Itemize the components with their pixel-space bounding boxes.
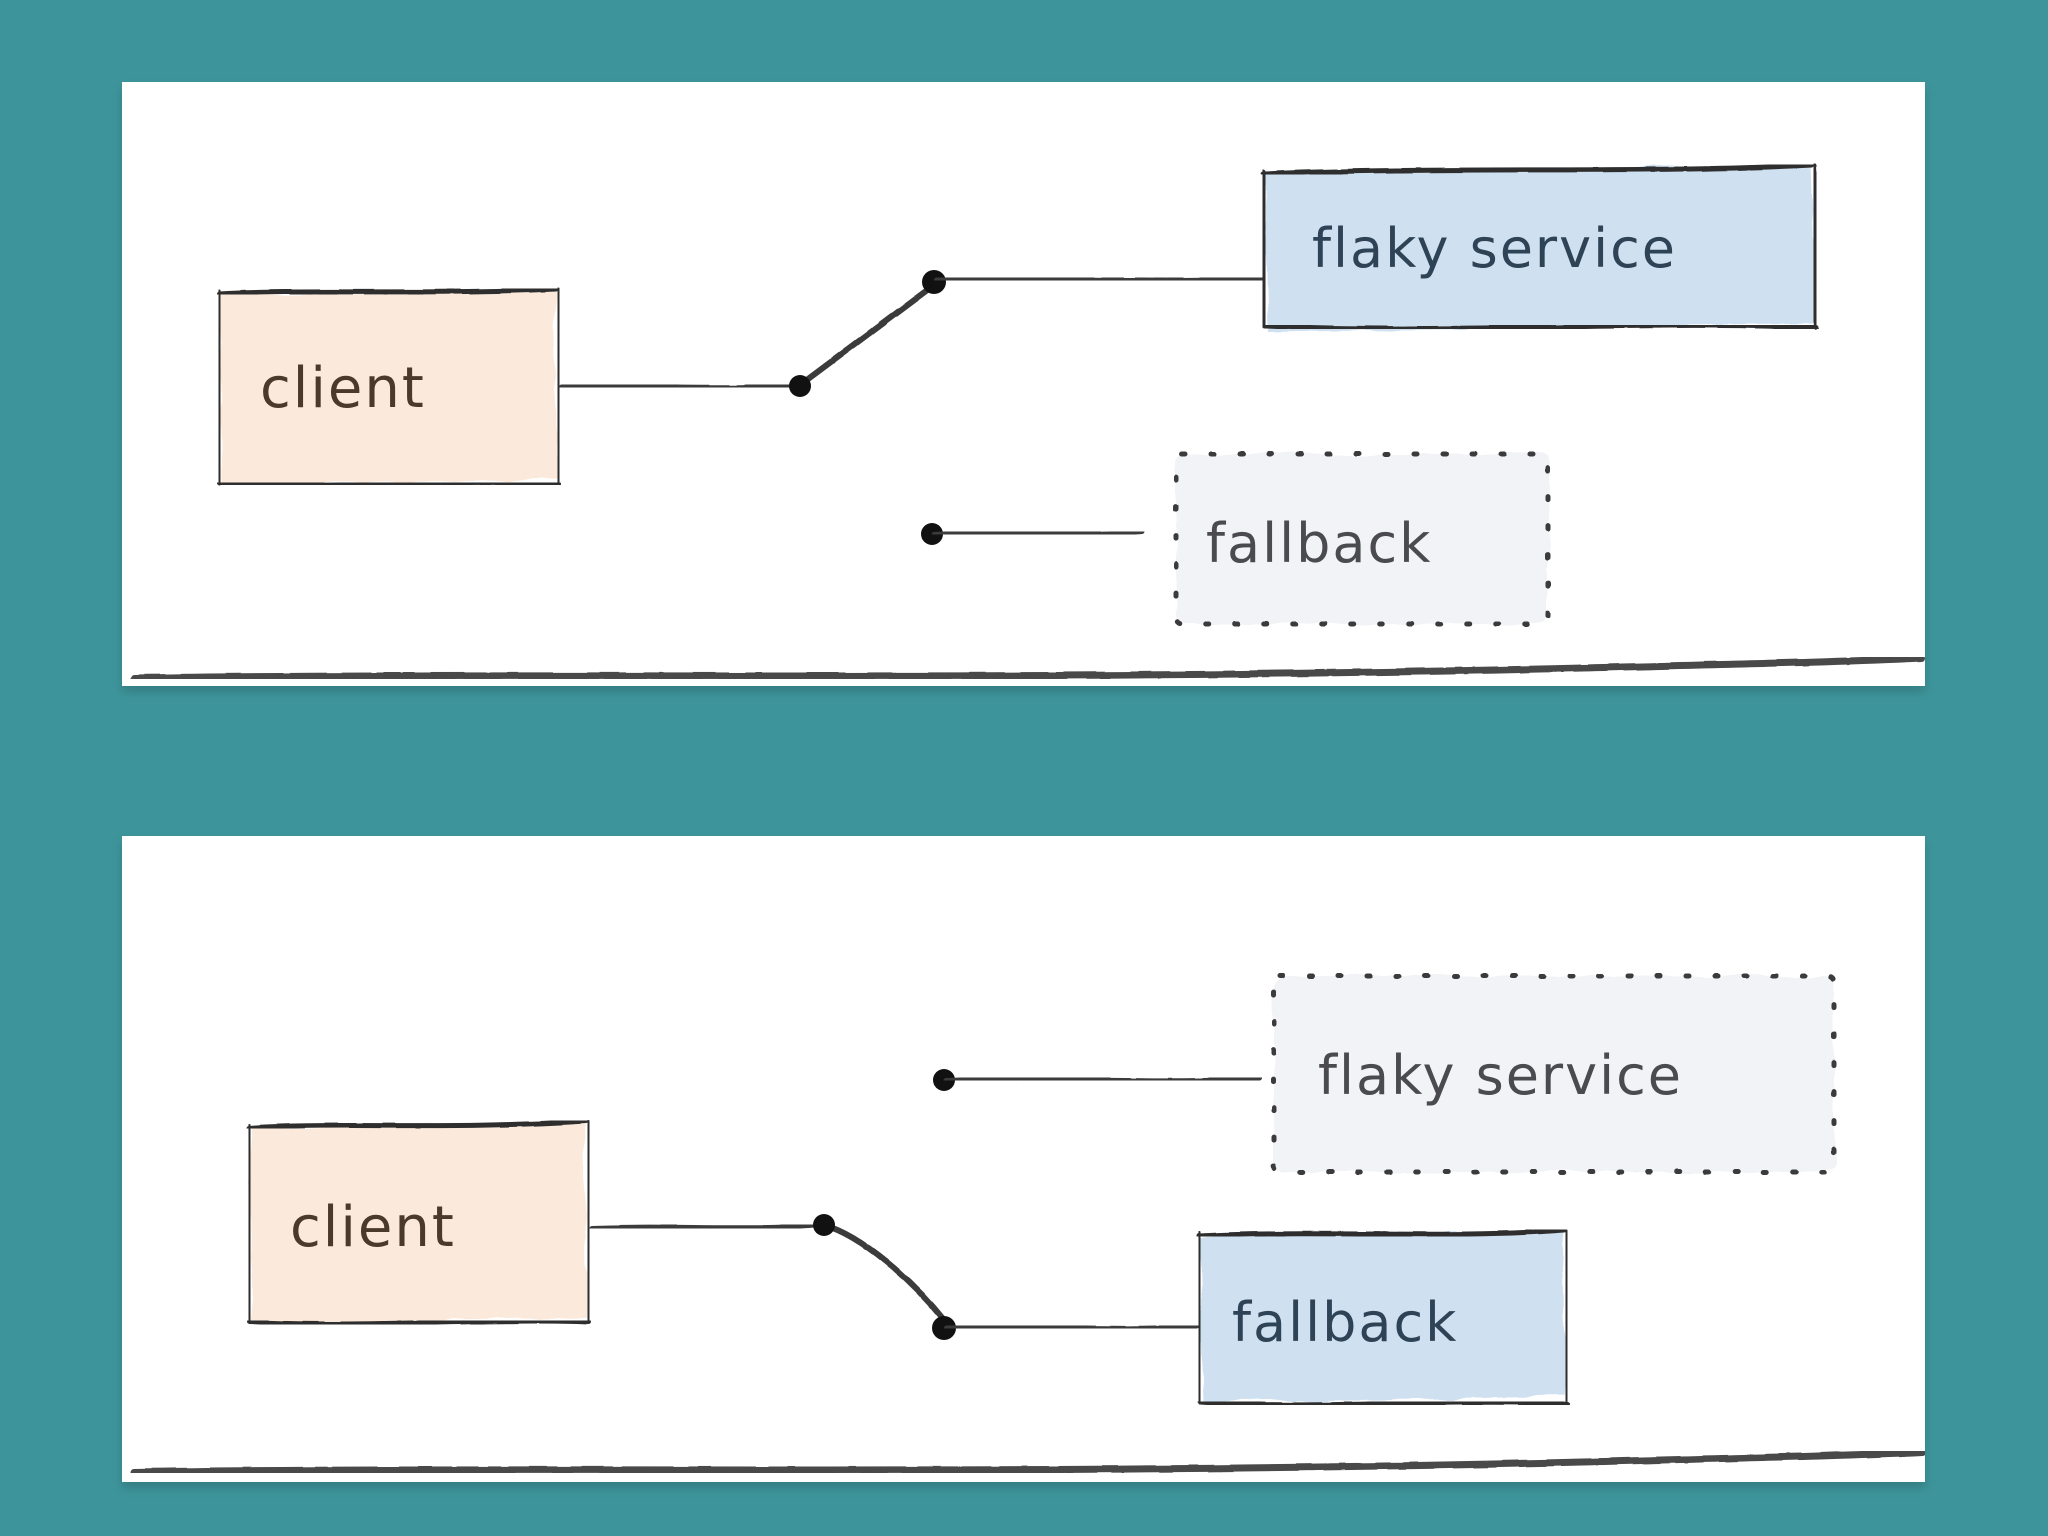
switch-pivot-dot[interactable]: [789, 375, 811, 397]
client-node-label: client: [260, 356, 426, 421]
client-node-border-bottom: [247, 1318, 592, 1327]
contact-dot-flaky-service[interactable]: [922, 270, 946, 294]
flaky-service-node-fill: [1264, 166, 1816, 332]
panel-closed-diagram: client flaky service: [130, 162, 1925, 682]
client-node-border-bottom: [217, 480, 562, 488]
card-underline-stroke: [130, 1448, 1925, 1476]
client-node-border-top: [246, 1118, 589, 1131]
fallback-node-border-left: [1196, 1231, 1203, 1405]
wire-contact-to-fallback: [943, 1323, 1201, 1331]
flaky-service-border-right: [1811, 163, 1819, 331]
wire-contact-to-flaky-service: [933, 275, 1265, 283]
client-node-label: client: [290, 1195, 456, 1260]
flaky-service-border-top: [1260, 162, 1815, 177]
client-node-border-top: [216, 286, 559, 297]
panel-circuit-open: flaky service client: [122, 836, 1925, 1482]
node-client[interactable]: client: [216, 286, 562, 488]
node-fallback[interactable]: fallback: [1173, 451, 1551, 627]
wire-client-to-pivot: [589, 1222, 825, 1231]
wire-contact-to-flaky-service: [943, 1075, 1263, 1083]
fallback-node-label: fallback: [1232, 1291, 1458, 1354]
node-client[interactable]: client: [246, 1118, 592, 1327]
fallback-node-label: fallback: [1206, 512, 1432, 575]
flaky-service-border-left: [1260, 169, 1268, 329]
switch-pivot-dot[interactable]: [813, 1214, 835, 1236]
fallback-node-border-dashed: [1173, 451, 1551, 627]
client-node-fill: [250, 1122, 588, 1324]
flaky-service-node-label: flaky service: [1318, 1044, 1683, 1107]
node-fallback[interactable]: fallback: [1196, 1227, 1570, 1408]
fallback-node-border-top: [1196, 1227, 1567, 1239]
switch-lever-down[interactable]: [821, 1222, 947, 1323]
client-node-border-left: [246, 1123, 253, 1325]
fallback-node-fill: [1176, 454, 1548, 624]
client-node-border-left: [216, 289, 223, 486]
client-node-border-right: [555, 287, 562, 485]
panel-open-diagram: flaky service client: [130, 973, 1925, 1476]
fallback-node-border-right: [1563, 1229, 1570, 1405]
flaky-service-border-bottom: [1263, 322, 1819, 332]
fallback-node-fill: [1200, 1232, 1566, 1402]
flaky-service-node-fill: [1274, 976, 1834, 1172]
node-flaky-service[interactable]: flaky service: [1271, 973, 1837, 1175]
fallback-node-border-bottom: [1197, 1399, 1570, 1408]
node-flaky-service[interactable]: flaky service: [1260, 162, 1819, 332]
wire-contact-to-fallback: [931, 529, 1145, 537]
flaky-service-node-label: flaky service: [1312, 217, 1677, 280]
wire-client-to-pivot: [559, 382, 801, 390]
card-underline-stroke: [130, 654, 1925, 682]
switch-lever-up[interactable]: [797, 282, 937, 388]
client-node-border-right: [585, 1120, 592, 1323]
client-node-fill: [220, 290, 558, 484]
panel-circuit-closed: client flaky service: [122, 82, 1925, 686]
